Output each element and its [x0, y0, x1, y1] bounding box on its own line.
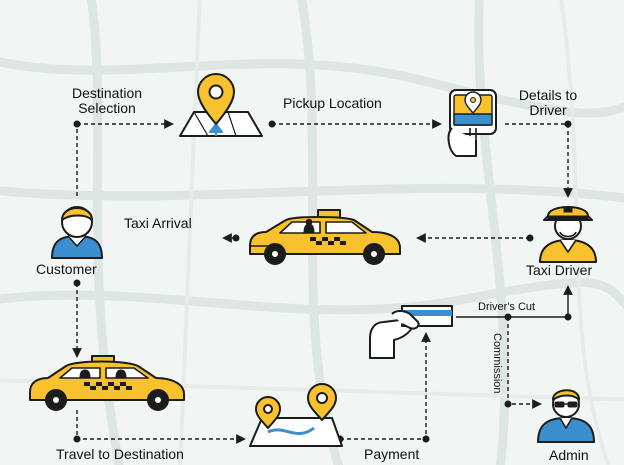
- phone-pin-icon: [447, 89, 497, 157]
- connector-dots: [73, 120, 572, 443]
- taxi-driver-icon: [539, 206, 597, 263]
- customer-icon: [51, 206, 103, 259]
- label-taxi-driver: Taxi Driver: [526, 262, 593, 278]
- label-details-to-driver: Details to Driver: [518, 87, 578, 118]
- label-destination-selection: Destination Selection: [71, 85, 143, 116]
- label-commission: Commission: [491, 333, 503, 394]
- route-map-icon: [249, 383, 343, 447]
- label-pickup-location: Pickup Location: [283, 95, 382, 111]
- label-payment: Payment: [364, 446, 420, 462]
- label-customer: Customer: [36, 261, 97, 277]
- taxi-icon: [249, 209, 401, 265]
- label-taxi-arrival: Taxi Arrival: [124, 215, 192, 231]
- taxi-icon: [29, 355, 185, 411]
- label-admin: Admin: [549, 447, 589, 463]
- label-drivers-cut: Driver's Cut: [478, 301, 536, 313]
- card-payment-icon: [369, 305, 453, 359]
- map-pin-icon: [179, 73, 263, 137]
- label-travel-to-destination: Travel to Destination: [56, 446, 184, 462]
- admin-icon: [537, 389, 595, 443]
